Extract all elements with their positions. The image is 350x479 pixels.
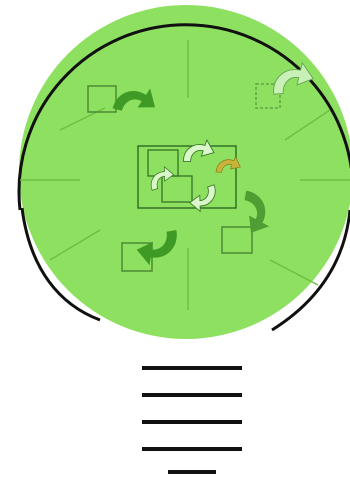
bulb-base-lines-icon — [142, 368, 242, 472]
bulb-globe — [19, 5, 350, 339]
bulb-fill — [19, 5, 350, 339]
